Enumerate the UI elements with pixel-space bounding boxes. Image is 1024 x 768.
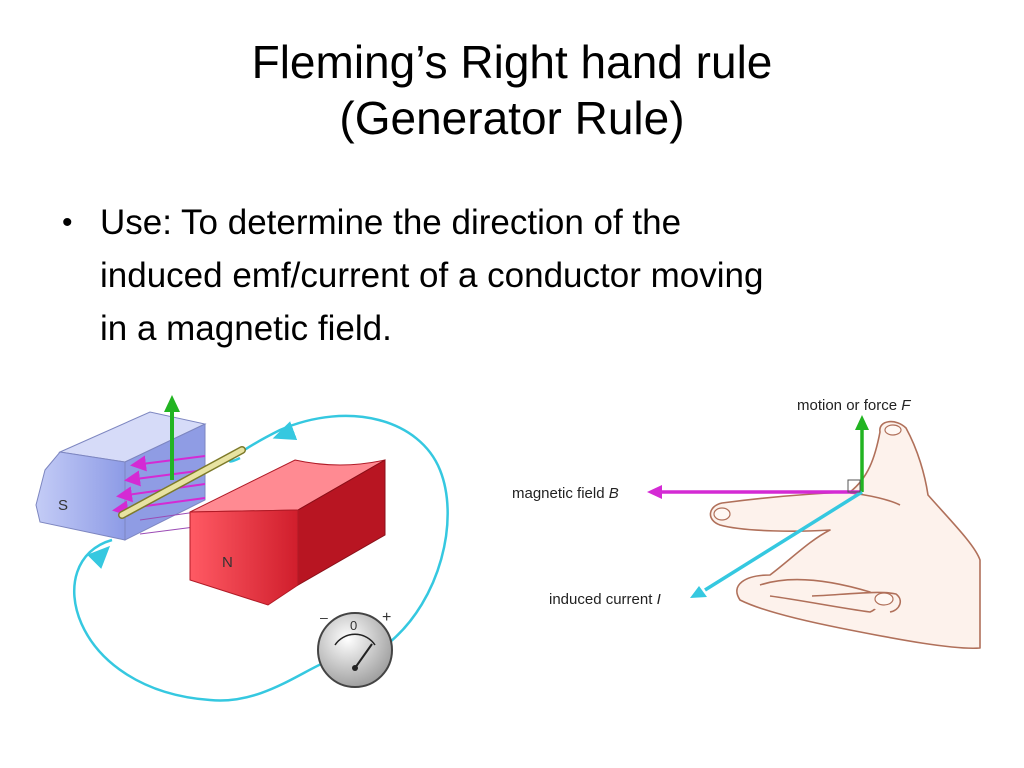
magnetic-field-symbol: B bbox=[609, 485, 619, 502]
magnetic-field-text: magnetic field bbox=[512, 485, 609, 502]
south-pole-label: S bbox=[58, 497, 68, 514]
bullet-line-2: induced emf/current of a conductor movin… bbox=[100, 256, 764, 295]
meter-plus-label: + bbox=[382, 609, 391, 626]
motion-force-text: motion or force bbox=[797, 397, 901, 414]
induced-current-arrow bbox=[690, 490, 863, 598]
right-hand bbox=[709, 420, 981, 650]
current-direction-arrow bbox=[272, 421, 298, 440]
title-line-2: (Generator Rule) bbox=[339, 92, 685, 144]
motion-force-arrow bbox=[855, 415, 869, 492]
bullet-list: • Use: To determine the direction of the… bbox=[58, 196, 988, 355]
induced-current-text: induced current bbox=[549, 591, 657, 608]
title-line-1: Fleming’s Right hand rule bbox=[251, 36, 773, 88]
fingernails bbox=[713, 424, 902, 606]
bullet-line-3: in a magnetic field. bbox=[100, 309, 392, 348]
slide-title: Fleming’s Right hand rule (Generator Rul… bbox=[0, 34, 1024, 146]
induced-current-label: induced current I bbox=[549, 591, 661, 608]
magnetic-field-arrow bbox=[647, 485, 860, 499]
motion-arrow-up bbox=[164, 395, 180, 480]
north-magnet bbox=[189, 459, 386, 606]
right-angle-marker bbox=[847, 479, 861, 493]
bullet-marker: • bbox=[62, 206, 73, 239]
conductor-rod bbox=[118, 446, 246, 519]
right-hand-rule-illustration: motion or force F magnetic field B induc… bbox=[512, 397, 981, 650]
magnetic-field-label: magnetic field B bbox=[512, 485, 619, 502]
galvanometer bbox=[317, 612, 393, 688]
meter-zero-label: 0 bbox=[350, 618, 357, 633]
north-pole-label: N bbox=[222, 554, 233, 571]
motion-force-label: motion or force F bbox=[797, 397, 911, 414]
motion-force-symbol: F bbox=[901, 397, 911, 414]
induced-current-symbol: I bbox=[657, 591, 661, 608]
generator-illustration: S N 0 – + bbox=[35, 395, 449, 702]
meter-minus-label: – bbox=[320, 609, 328, 625]
bullet-item: • Use: To determine the direction of the… bbox=[58, 196, 988, 355]
south-magnet bbox=[35, 411, 207, 541]
bullet-line-1: Use: To determine the direction of the bbox=[100, 203, 682, 242]
current-direction-arrow bbox=[87, 545, 111, 569]
